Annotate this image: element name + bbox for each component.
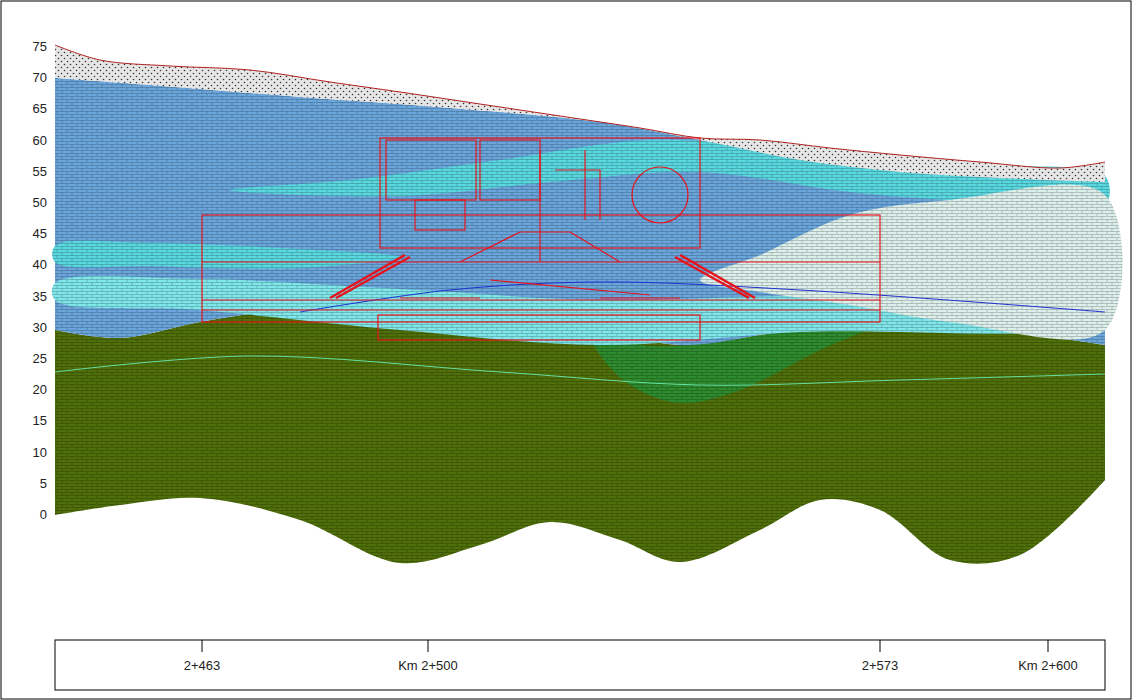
- axis-tick: [1048, 640, 1049, 652]
- structure-line: [555, 170, 600, 220]
- structure-line: [460, 232, 520, 262]
- structure-line: [400, 297, 480, 298]
- gravel-lens-hatch: [52, 241, 400, 269]
- structure-line: [570, 232, 620, 262]
- structure-line: [600, 297, 680, 298]
- chainage-label: 2+573: [862, 659, 899, 672]
- elevation-label: 25: [33, 352, 47, 365]
- elevation-label: 65: [33, 102, 47, 115]
- fill-layer-hatch: [55, 45, 1105, 182]
- structure-line: [202, 309, 880, 310]
- chainage-label: Km 2+600: [1018, 659, 1078, 672]
- structure-outline: [378, 315, 700, 340]
- structure-outline: [202, 215, 880, 322]
- structure-line: [680, 255, 755, 298]
- structure-line: [336, 257, 410, 298]
- fill-layer: [55, 45, 1105, 182]
- structure-line: [490, 280, 650, 295]
- structure-line: [520, 231, 570, 232]
- elevation-label: 50: [33, 196, 47, 209]
- axis-tick: [428, 640, 429, 652]
- structure-line: [539, 150, 540, 262]
- structure-line: [202, 299, 880, 300]
- axis-tick: [202, 640, 203, 652]
- elevation-label: 45: [33, 227, 47, 240]
- gravel-lens: [52, 241, 400, 269]
- chainage-label: Km 2+500: [398, 659, 458, 672]
- elevation-label: 75: [33, 40, 47, 53]
- structure-line: [330, 255, 405, 298]
- water-line: [55, 356, 1105, 385]
- groundwater-line: [300, 282, 1105, 312]
- elevation-label: 20: [33, 383, 47, 396]
- elevation-label: 35: [33, 290, 47, 303]
- elevation-label: 55: [33, 165, 47, 178]
- structure-outline: [480, 140, 540, 200]
- structure-line: [675, 257, 749, 298]
- structure-line: [202, 261, 880, 262]
- structure-line: [584, 150, 585, 220]
- chainage-label: 2+463: [184, 659, 221, 672]
- elevation-label: 10: [33, 446, 47, 459]
- elevation-label: 5: [40, 477, 47, 490]
- axis-tick: [880, 640, 881, 652]
- elevation-label: 30: [33, 321, 47, 334]
- structure-outline: [415, 200, 465, 230]
- elevation-label: 15: [33, 414, 47, 427]
- axis-box: [55, 640, 1105, 690]
- elevation-label: 0: [40, 508, 47, 521]
- ground-surface: [55, 45, 1105, 168]
- elevation-label: 70: [33, 71, 47, 84]
- elevation-label: 40: [33, 258, 47, 271]
- structure-outline: [386, 140, 476, 200]
- elevation-label: 60: [33, 134, 47, 147]
- structure-arc: [632, 167, 688, 223]
